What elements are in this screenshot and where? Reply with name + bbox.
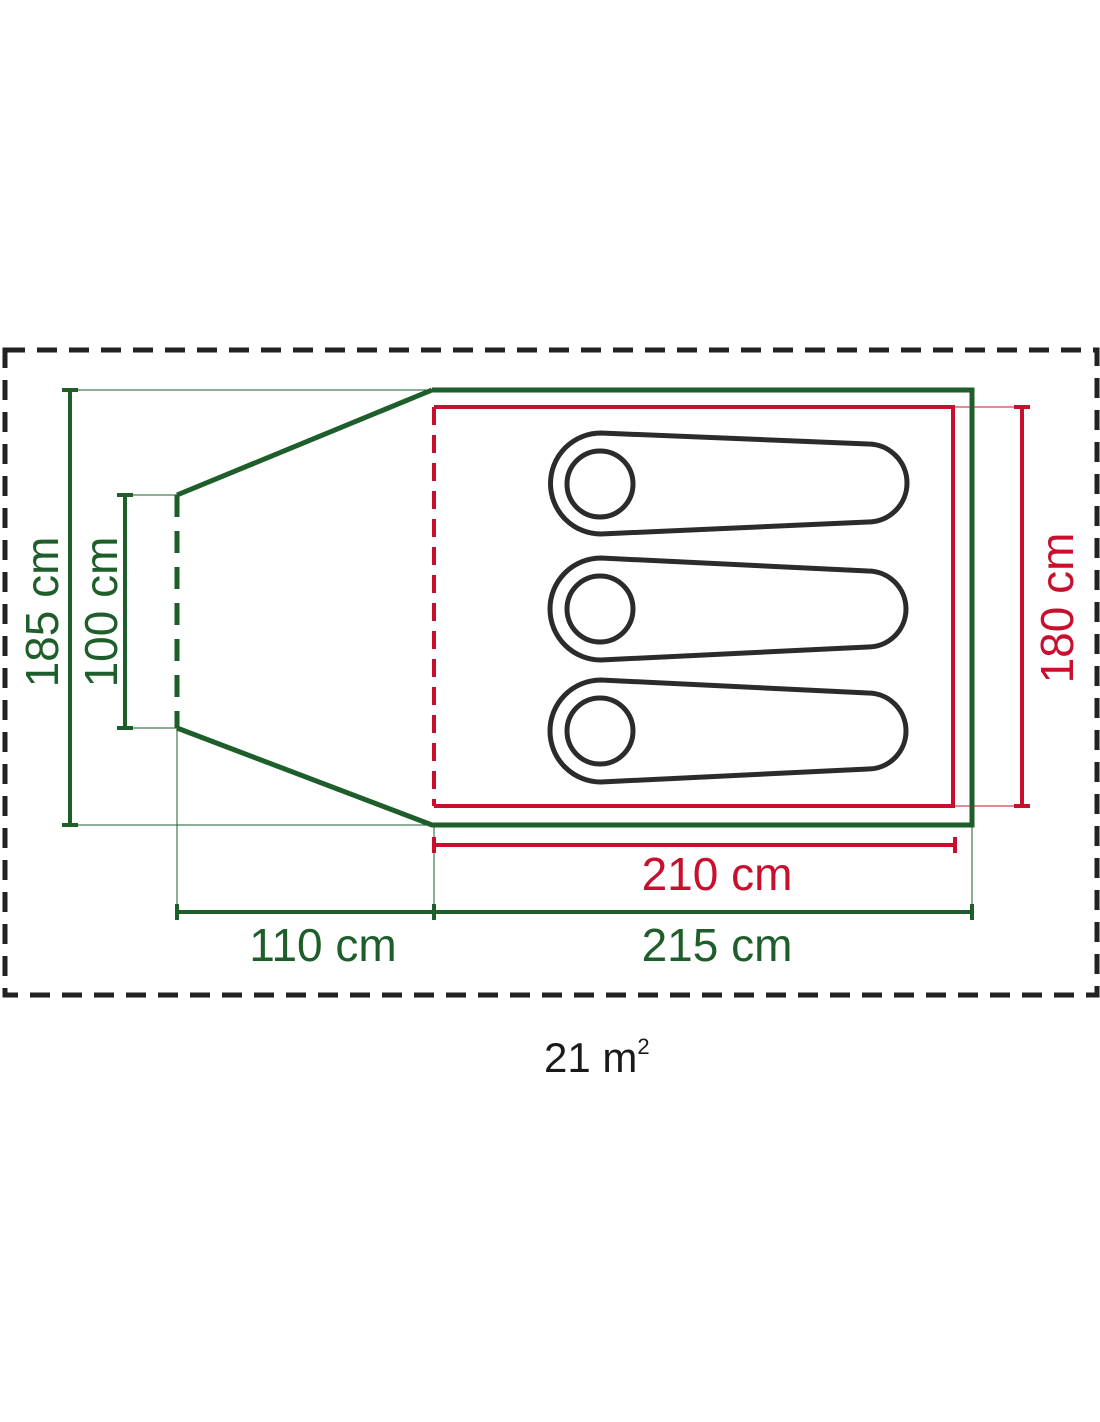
pillow-circle <box>564 695 636 767</box>
dimension-210 <box>432 837 957 853</box>
dimension-185-label: 185 cm <box>16 537 68 688</box>
pillow-circle <box>564 573 636 645</box>
total-area-superscript: 2 <box>637 1034 649 1059</box>
dimension-100-label: 100 cm <box>75 537 127 688</box>
dimension-180-label: 180 cm <box>1031 533 1083 684</box>
inner-tent-outline <box>434 405 955 808</box>
dimension-210-label: 210 cm <box>642 848 793 900</box>
dimension-100 <box>117 493 133 730</box>
sleeping-bag <box>548 430 910 537</box>
sleeping-bags <box>547 430 910 785</box>
dimension-215-label: 215 cm <box>642 919 793 971</box>
total-area-label: 21 m2 <box>544 1034 650 1081</box>
outer-tent-outline <box>176 387 975 828</box>
sleeping-bag <box>547 555 909 663</box>
pillow-circle <box>564 448 636 520</box>
total-area-value: 21 m <box>544 1034 637 1081</box>
inner-extension-lines <box>955 406 1022 807</box>
dimension-110-label: 110 cm <box>249 919 396 971</box>
dimension-185 <box>62 388 78 827</box>
dimension-length <box>175 904 974 920</box>
sleeping-bag <box>547 677 909 785</box>
footprint-outline <box>2 347 1100 998</box>
dimension-180 <box>1014 405 1030 808</box>
